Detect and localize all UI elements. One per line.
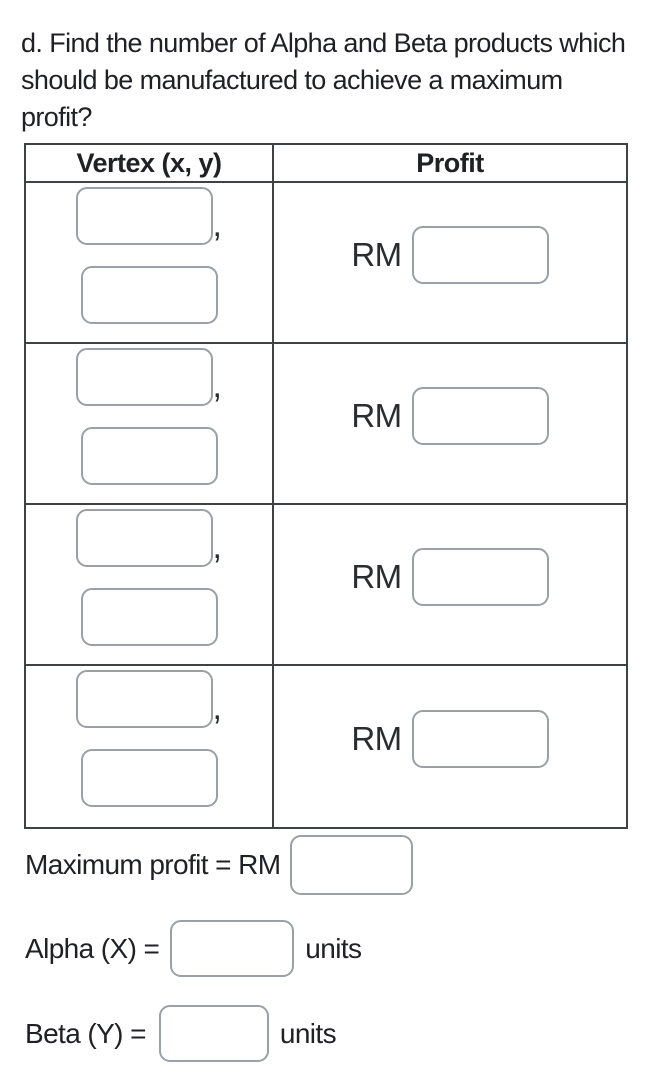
max-profit-label: Maximum profit = RM bbox=[25, 849, 281, 880]
vertex-profit-table: Vertex (x, y) Profit , RM , bbox=[24, 143, 628, 829]
question-line-2: should be manufactured to achieve a maxi… bbox=[21, 65, 563, 95]
currency-label: RM bbox=[351, 719, 402, 757]
coordinate-comma: , bbox=[212, 367, 222, 405]
table-row-2-profit-cell: RM bbox=[274, 344, 626, 505]
row-2-vertex-x-input[interactable] bbox=[75, 348, 213, 406]
alpha-label: Alpha (X) = bbox=[25, 932, 160, 964]
max-profit-input[interactable] bbox=[290, 835, 414, 895]
beta-units-label: units bbox=[279, 1017, 337, 1049]
worksheet-page: d. Find the number of Alpha and Beta pro… bbox=[0, 25, 654, 1086]
beta-units-input[interactable] bbox=[158, 1005, 269, 1062]
vertex-y-line bbox=[80, 749, 218, 807]
vertex-x-line: , bbox=[75, 187, 223, 245]
table-row-1-profit-cell: RM bbox=[274, 183, 626, 344]
alpha-units-label: units bbox=[305, 932, 362, 964]
vertex-y-line bbox=[80, 588, 218, 646]
vertex-x-line: , bbox=[75, 348, 223, 406]
table-row-3-profit-cell: RM bbox=[274, 505, 626, 666]
row-1-vertex-x-input[interactable] bbox=[75, 187, 213, 245]
currency-label: RM bbox=[351, 557, 402, 595]
alpha-units-input[interactable] bbox=[170, 920, 295, 977]
currency-label: RM bbox=[351, 396, 402, 434]
alpha-row: Alpha (X) = units bbox=[25, 920, 654, 977]
row-2-profit-input[interactable] bbox=[411, 386, 549, 445]
vertex-y-line bbox=[80, 266, 218, 324]
coordinate-comma: , bbox=[212, 206, 222, 244]
row-4-vertex-x-input[interactable] bbox=[75, 670, 213, 728]
row-3-vertex-x-input[interactable] bbox=[75, 509, 213, 567]
vertex-x-line: , bbox=[75, 670, 223, 728]
vertex-x-line: , bbox=[75, 509, 223, 567]
row-4-vertex-y-input[interactable] bbox=[80, 749, 218, 807]
coordinate-comma: , bbox=[212, 689, 222, 727]
question-line-1: d. Find the number of Alpha and Beta pro… bbox=[21, 28, 626, 58]
table-row-4-vertex-cell: , bbox=[26, 666, 274, 827]
table-row-4-profit-cell: RM bbox=[274, 666, 626, 827]
row-3-vertex-y-input[interactable] bbox=[80, 588, 218, 646]
beta-label: Beta (Y) = bbox=[25, 1017, 146, 1049]
row-1-vertex-y-input[interactable] bbox=[80, 266, 218, 324]
row-3-profit-input[interactable] bbox=[411, 547, 549, 606]
column-header-vertex: Vertex (x, y) bbox=[26, 145, 274, 183]
row-4-profit-input[interactable] bbox=[411, 709, 549, 768]
question-text: d. Find the number of Alpha and Beta pro… bbox=[21, 25, 648, 136]
beta-row: Beta (Y) = units bbox=[25, 1005, 654, 1062]
column-header-profit: Profit bbox=[274, 145, 626, 183]
currency-label: RM bbox=[351, 235, 402, 273]
question-line-3: profit? bbox=[21, 102, 92, 132]
table-row-3-vertex-cell: , bbox=[26, 505, 274, 666]
coordinate-comma: , bbox=[212, 528, 222, 566]
max-profit-row: Maximum profit = RM bbox=[25, 835, 654, 895]
row-1-profit-input[interactable] bbox=[411, 225, 549, 284]
table-row-2-vertex-cell: , bbox=[26, 344, 274, 505]
row-2-vertex-y-input[interactable] bbox=[80, 427, 218, 485]
vertex-y-line bbox=[80, 427, 218, 485]
table-row-1-vertex-cell: , bbox=[26, 183, 274, 344]
